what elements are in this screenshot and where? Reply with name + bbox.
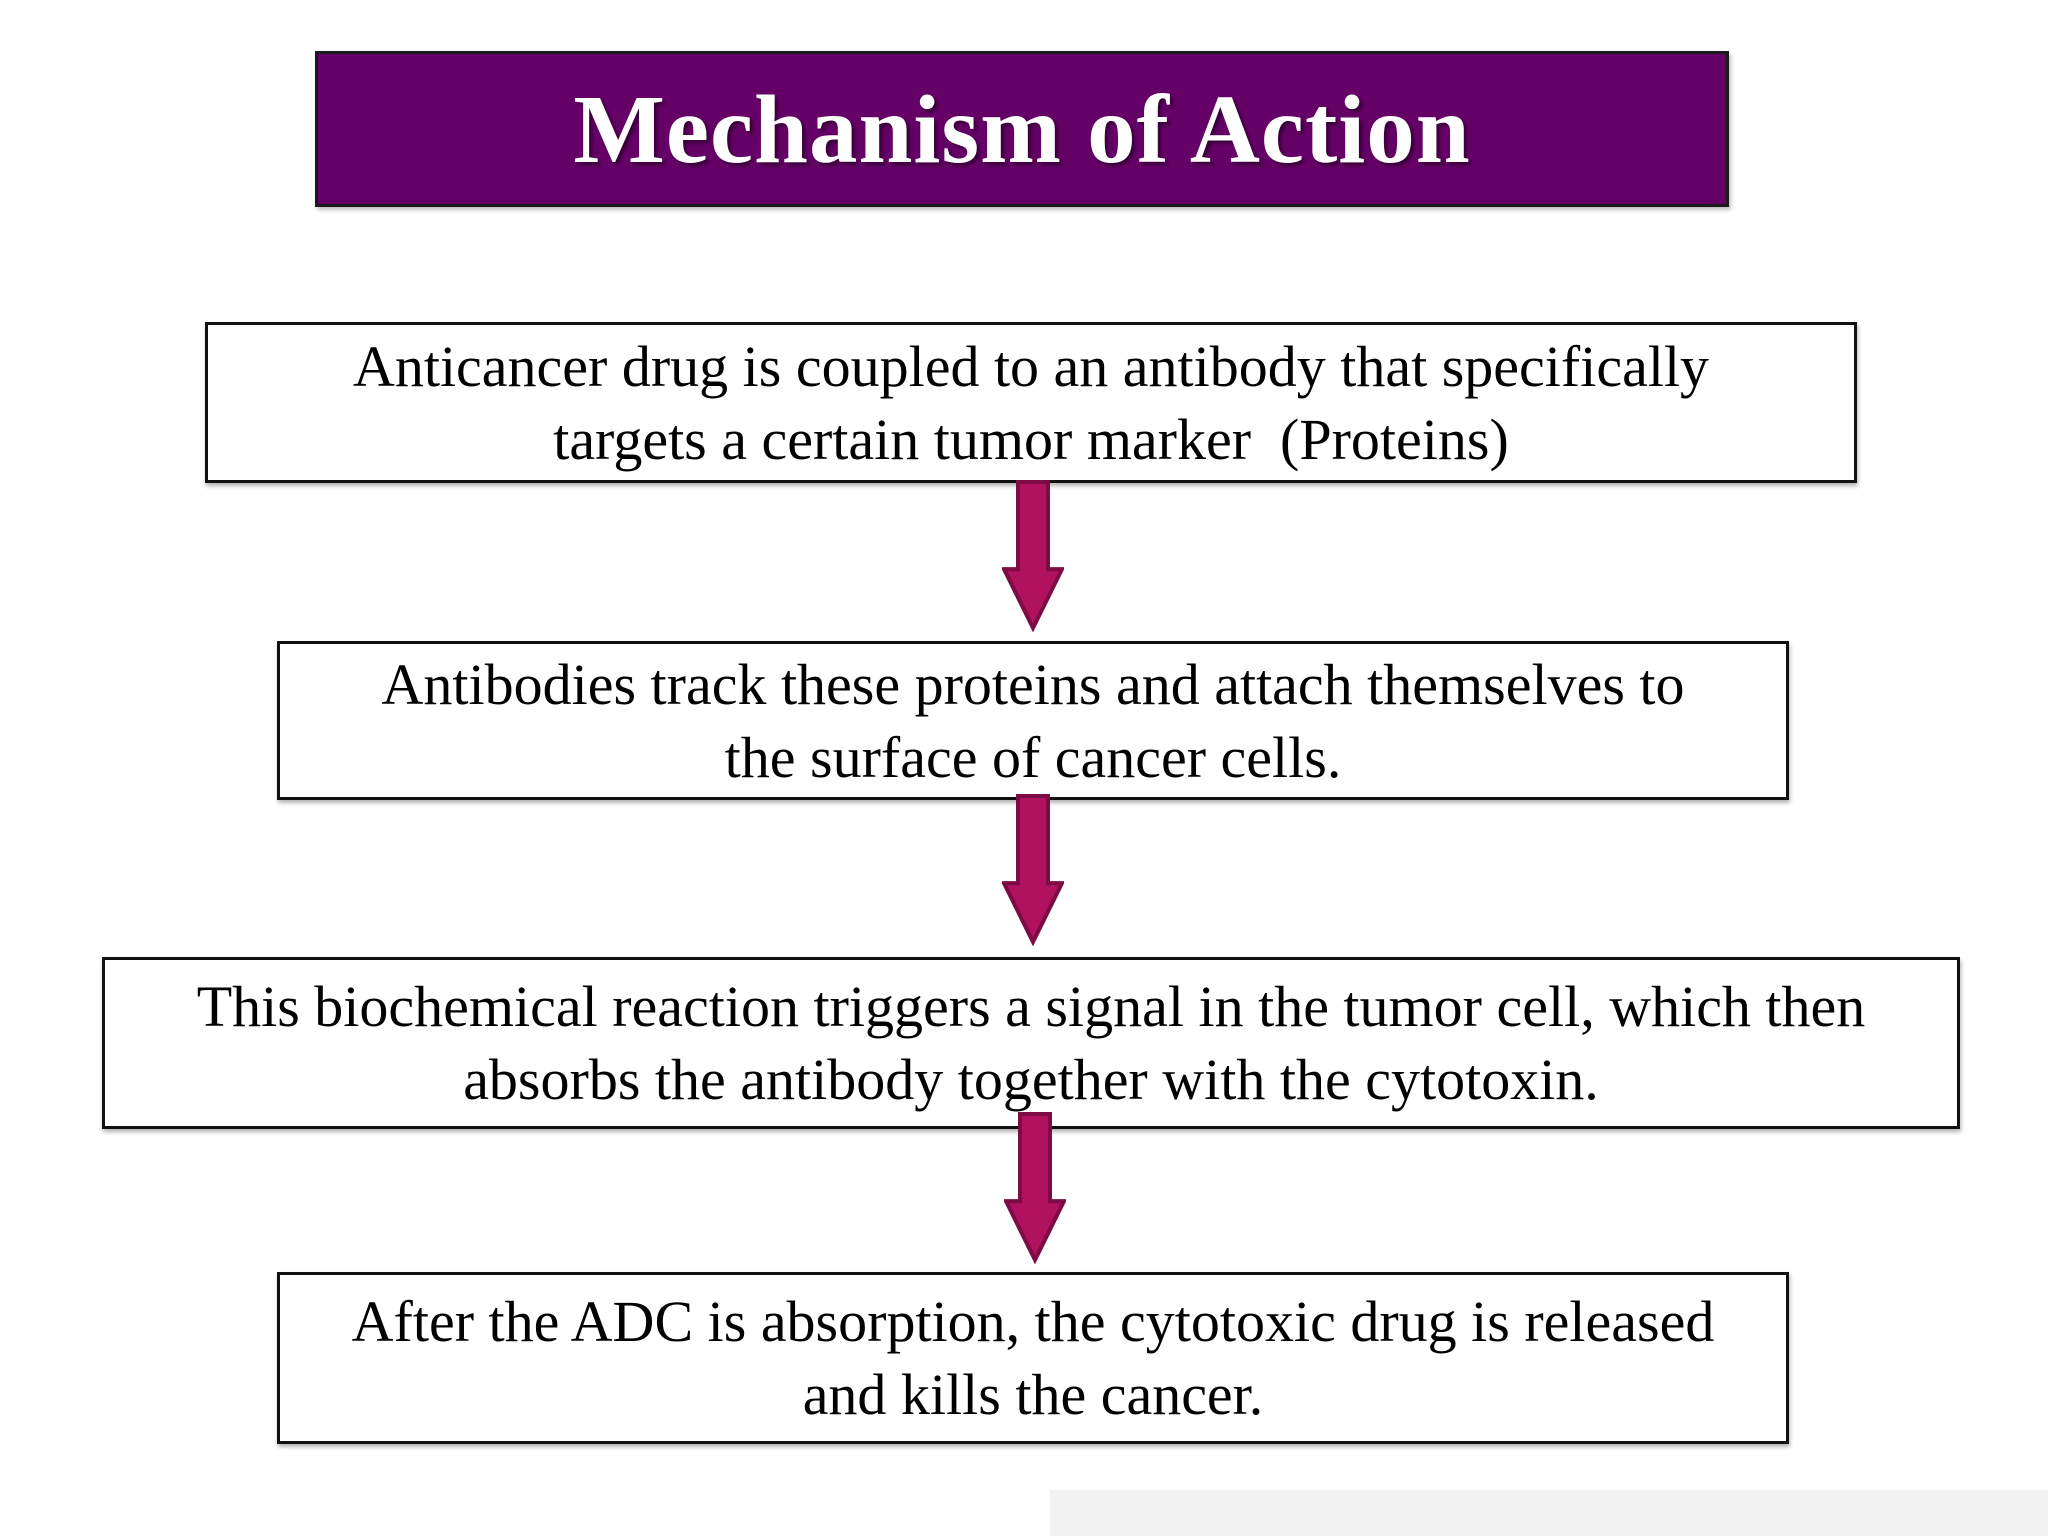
step-box-3: This biochemical reaction triggers a sig…: [102, 957, 1960, 1129]
down-arrow-icon: [1002, 480, 1064, 632]
title-banner: Mechanism of Action: [315, 51, 1729, 207]
step-box-4: After the ADC is absorption, the cytotox…: [277, 1272, 1789, 1444]
step-1-line-1: Anticancer drug is coupled to an antibod…: [352, 333, 1710, 399]
step-4-line-1: After the ADC is absorption, the cytotox…: [351, 1289, 1715, 1354]
step-2-line-2: the surface of cancer cells.: [724, 724, 1342, 790]
step-box-1: Anticancer drug is coupled to an antibod…: [205, 322, 1857, 483]
step-3-line-2: absorbs the antibody together with the c…: [463, 1047, 1599, 1112]
step-3-line-1: This biochemical reaction triggers a sig…: [196, 974, 1866, 1039]
down-arrow-icon: [1002, 794, 1064, 946]
down-arrow-icon: [1004, 1112, 1066, 1264]
step-box-2: Antibodies track these proteins and atta…: [277, 641, 1789, 800]
bottom-edge-strip: [1050, 1490, 2048, 1536]
step-1-line-2: targets a certain tumor marker (Proteins…: [553, 406, 1509, 472]
step-4-line-2: and kills the cancer.: [802, 1362, 1264, 1427]
page-title: Mechanism of Action: [573, 75, 1471, 183]
step-2-line-1: Antibodies track these proteins and atta…: [381, 651, 1685, 717]
